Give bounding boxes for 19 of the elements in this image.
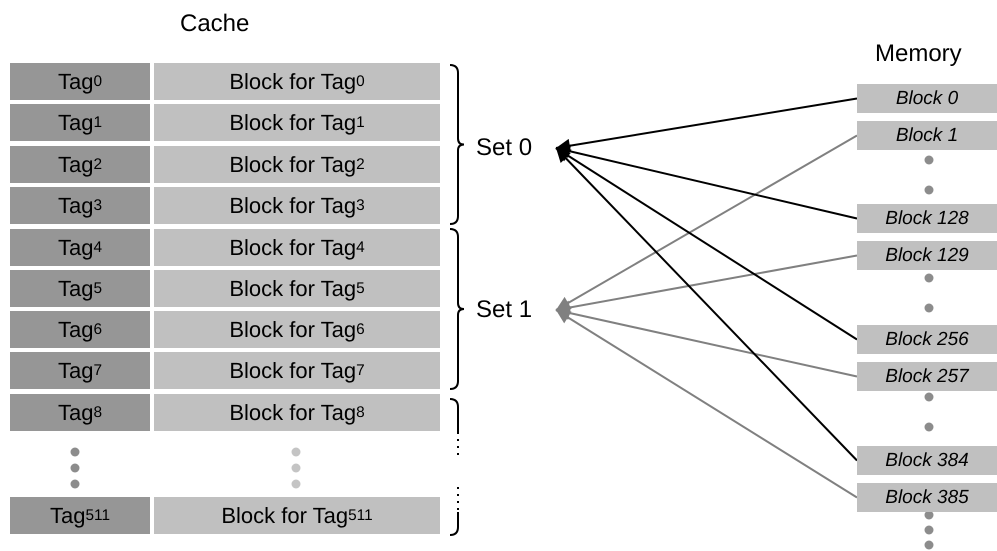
- arrow: [555, 147, 858, 462]
- memory-block-cell: Block 129: [857, 241, 997, 270]
- memory-block-cell: Block 256: [857, 325, 997, 354]
- memory-block-cell: Block 257: [857, 362, 997, 391]
- arrow: [555, 309, 858, 498]
- heading: Memory: [875, 40, 962, 68]
- arrow: [556, 134, 858, 311]
- arrow: [556, 144, 858, 220]
- memory-block-cell: Block 385: [857, 483, 997, 512]
- heading: Cache: [180, 10, 250, 38]
- arrow: [556, 306, 858, 378]
- arrow: [556, 254, 858, 314]
- memory-block-cell: Block 0: [857, 84, 997, 113]
- memory-block-cell: Block 1: [857, 121, 997, 150]
- arrow: [555, 147, 858, 340]
- memory-block-cell: Block 128: [857, 204, 997, 233]
- set-label: Set 1: [476, 294, 556, 326]
- memory-block-cell: Block 384: [857, 446, 997, 475]
- set-label: Set 0: [476, 132, 556, 164]
